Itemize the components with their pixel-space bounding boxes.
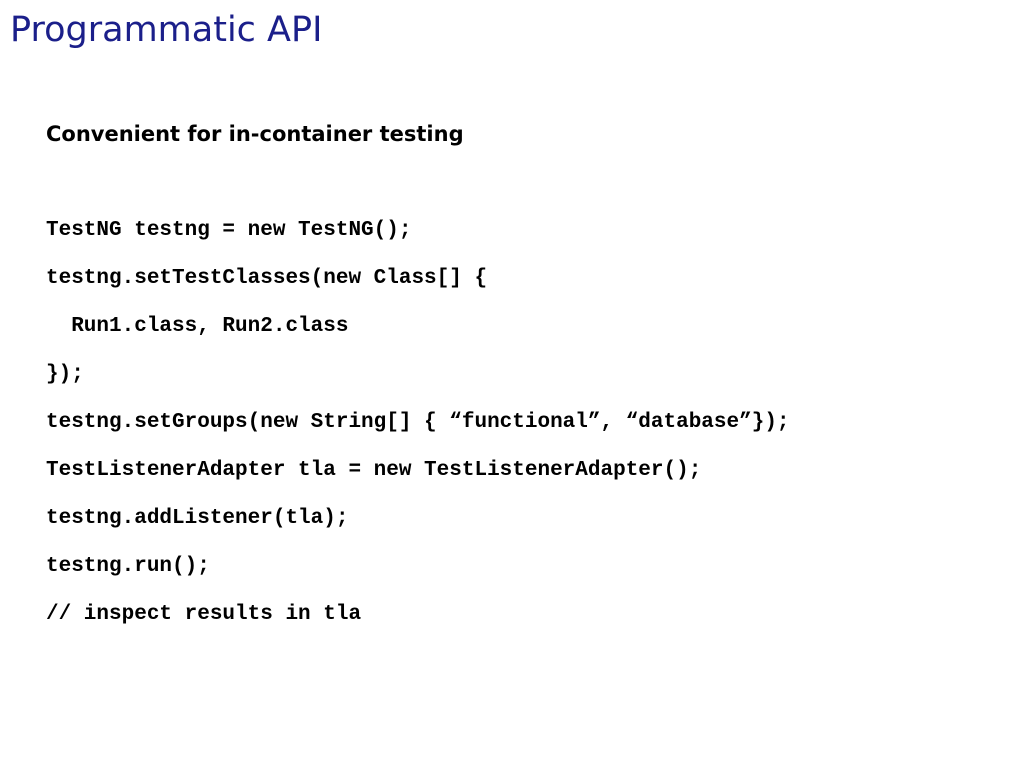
code-line: TestNG testng = new TestNG(); (46, 219, 412, 242)
code-line: TestListenerAdapter tla = new TestListen… (46, 459, 702, 482)
slide-title: Programmatic API (10, 10, 323, 50)
code-line: Run1.class, Run2.class (46, 315, 349, 338)
slide-subtitle: Convenient for in-container testing (46, 122, 464, 146)
code-line: // inspect results in tla (46, 603, 362, 626)
code-line: testng.setGroups(new String[] { “functio… (46, 411, 790, 434)
code-line: }); (46, 363, 84, 386)
code-line: testng.setTestClasses(new Class[] { (46, 267, 488, 290)
code-block: TestNG testng = new TestNG(); testng.set… (46, 214, 790, 646)
code-line: testng.addListener(tla); (46, 507, 349, 530)
code-line: testng.run(); (46, 555, 210, 578)
